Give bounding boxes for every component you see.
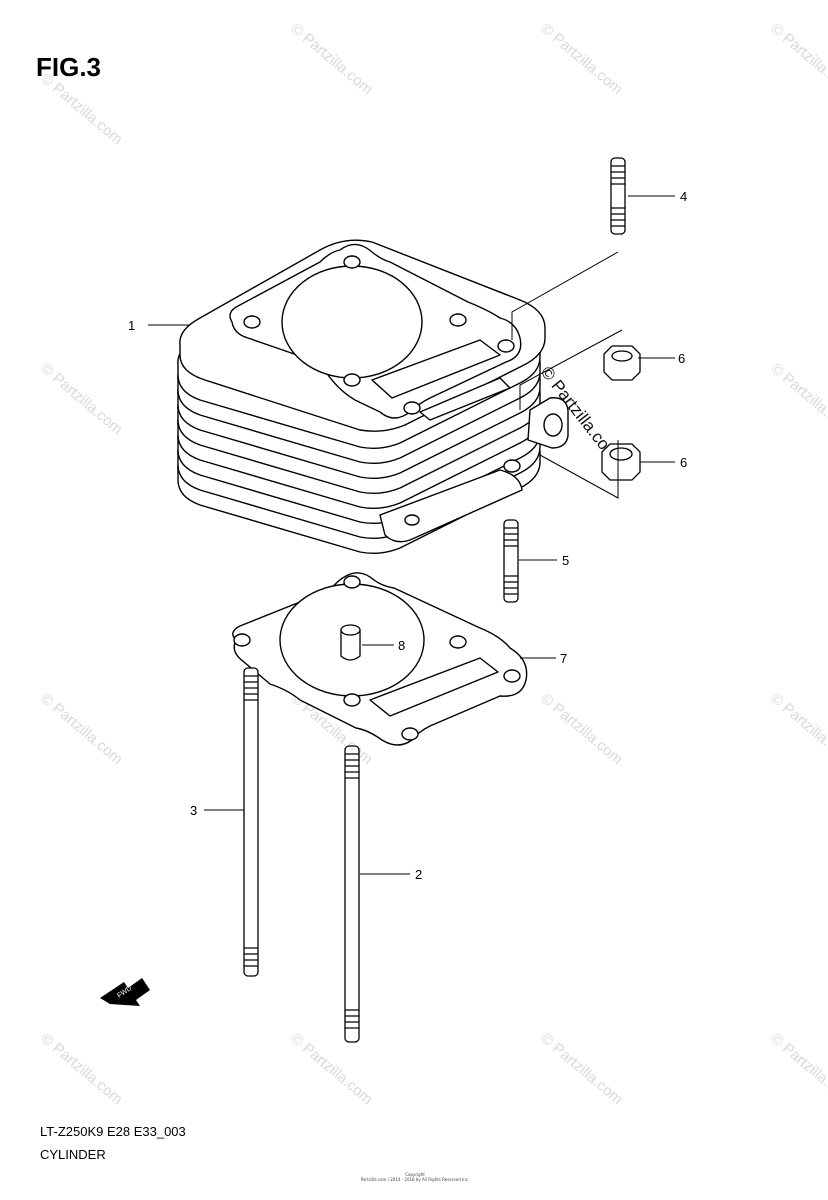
watermark: © Partzilla.com	[37, 70, 125, 148]
watermark: © Partzilla.com	[767, 690, 828, 768]
forward-direction-arrow: FWD	[100, 978, 150, 1006]
callout-6-lower: 6	[680, 455, 687, 470]
callout-8: 8	[398, 638, 405, 653]
figure-title: FIG.3	[36, 52, 102, 82]
cylinder-block	[177, 239, 569, 555]
watermark: © Partzilla.com	[767, 360, 828, 438]
callout-6-upper: 6	[678, 351, 685, 366]
watermark: © Partzilla.com	[767, 1030, 828, 1108]
callout-7: 7	[560, 651, 567, 666]
leader-lines	[148, 195, 675, 875]
watermark: © Partzilla.com	[37, 360, 125, 438]
watermark: © Partzilla.com	[537, 1030, 625, 1108]
callout-5: 5	[562, 553, 569, 568]
copyright-notice: Copyright Partzilla.com / 2014 - 2018 by…	[300, 1172, 530, 1182]
watermark: © Partzilla.com	[767, 20, 828, 98]
watermark: © Partzilla.com	[287, 1030, 375, 1108]
callout-1: 1	[128, 318, 135, 333]
copyright-line: Partzilla.com / 2014 - 2018 by All Right…	[360, 1177, 470, 1182]
callout-3: 3	[190, 803, 197, 818]
long-stud-part-3	[243, 667, 259, 977]
callout-4: 4	[680, 189, 687, 204]
copyright-line: Copyright	[405, 1172, 425, 1177]
stud-bolt-part-4	[610, 157, 626, 235]
dowel-pin-part-8	[340, 624, 361, 661]
nut-part-6-upper	[603, 345, 641, 381]
watermark: © Partzilla.com	[37, 1030, 125, 1108]
watermark: © Partzilla.com	[37, 690, 125, 768]
cylinder-gasket-part-7	[232, 572, 528, 746]
watermark-layer: © Partzilla.com © Partzilla.com © Partzi…	[37, 20, 828, 1108]
watermark: © Partzilla.com	[287, 20, 375, 98]
model-code: LT-Z250K9 E28 E33_003	[40, 1124, 186, 1139]
callout-labels: 1 2 3 4 5 6 6 7 8	[128, 189, 687, 882]
section-name: CYLINDER	[40, 1147, 106, 1162]
watermark: © Partzilla.com	[537, 20, 625, 98]
long-stud-part-2	[344, 745, 360, 1043]
watermark: © Partzilla.com	[537, 690, 625, 768]
nut-part-6-lower	[601, 443, 641, 481]
stud-bolt-part-5	[503, 519, 519, 603]
callout-2: 2	[415, 867, 422, 882]
